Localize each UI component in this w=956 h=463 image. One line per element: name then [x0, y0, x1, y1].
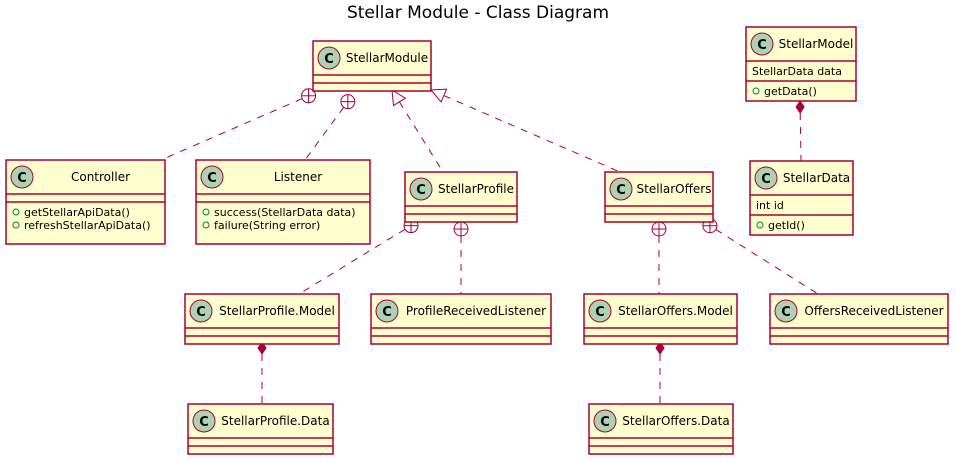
class-name: StellarOffers.Data [622, 414, 729, 428]
class-stereotype-icon [10, 165, 34, 189]
class-name: Listener [274, 170, 322, 184]
relation-stellarprofile-to-profilereceivedlistener [453, 221, 469, 294]
class-name: Controller [71, 170, 130, 184]
public-visibility-icon [12, 221, 20, 229]
relation-stellaroffers-model-to-stellaroffers-data [655, 341, 665, 404]
class-stereotype-icon [609, 177, 633, 201]
class-stereotype-icon [750, 32, 774, 56]
class-offersreceivedlistener: C OffersReceivedListener [769, 293, 949, 345]
class-stereotype-letter: C [781, 305, 791, 320]
relation-stellarmodule-to-stellaroffers [429, 88, 621, 173]
class-stellarprofile: C StellarProfile [404, 171, 518, 223]
relation-stellaroffers-to-stellaroffers-model [651, 221, 667, 294]
class-stereotype-icon [200, 165, 224, 189]
relation-stellarprofile-model-to-stellarprofile-data [257, 341, 267, 404]
class-stereotype-letter: C [382, 305, 392, 320]
class-stereotype-icon [593, 409, 617, 433]
realization-arrow-icon [429, 88, 448, 103]
class-method: failure(String error) [214, 219, 320, 232]
class-stereotype-icon [192, 409, 216, 433]
class-stellarprofile-data: C StellarProfile.Data [187, 403, 334, 455]
class-stellarmodule: C StellarModule [312, 40, 432, 92]
class-stereotype-icon [774, 299, 798, 323]
class-stellardata: C StellarData int id getId() [749, 160, 854, 236]
class-method: getId() [768, 219, 805, 232]
class-profilereceivedlistener: C ProfileReceivedListener [370, 293, 552, 345]
class-method: getData() [764, 85, 817, 98]
class-name: StellarModule [346, 51, 428, 65]
class-stereotype-letter: C [324, 52, 334, 67]
class-field: int id [756, 199, 784, 212]
class-stereotype-icon [189, 299, 213, 323]
class-name: StellarProfile.Model [219, 304, 335, 318]
class-stereotype-icon [754, 166, 778, 190]
class-name: StellarData [783, 171, 850, 185]
class-stereotype-letter: C [199, 415, 209, 430]
class-stereotype-letter: C [595, 305, 605, 320]
class-name: StellarOffers.Model [618, 304, 733, 318]
class-method: success(StellarData data) [214, 206, 356, 219]
class-name: StellarModel [779, 37, 854, 51]
class-controller: C Controller getStellarApiData()refreshSte… [5, 159, 166, 245]
class-stellaroffers: C StellarOffers [604, 171, 714, 223]
class-stereotype-icon [588, 299, 612, 323]
public-visibility-icon [12, 208, 20, 216]
class-name: StellarOffers [637, 182, 712, 196]
realization-arrow-icon [391, 89, 407, 107]
class-stereotype-icon [409, 177, 433, 201]
relation-stellarmodule-to-stellarprofile [391, 89, 444, 173]
composition-diamond-icon [257, 341, 267, 355]
class-stereotype-letter: C [196, 305, 206, 320]
class-stereotype-icon [375, 299, 399, 323]
public-visibility-icon [756, 221, 764, 229]
class-stellaroffers-model: C StellarOffers.Model [583, 293, 738, 345]
public-visibility-icon [752, 87, 760, 95]
class-name: OffersReceivedListener [804, 304, 943, 318]
class-name: StellarProfile.Data [221, 414, 329, 428]
class-field: StellarData data [752, 65, 842, 78]
public-visibility-icon [202, 221, 210, 229]
class-method: getStellarApiData() [24, 206, 130, 219]
class-method: refreshStellarApiData() [24, 219, 151, 232]
public-visibility-icon [202, 208, 210, 216]
class-stereotype-letter: C [757, 38, 767, 53]
class-stereotype-letter: C [761, 172, 771, 187]
class-stereotype-icon [317, 46, 341, 70]
relation-stellarmodule-to-listener [304, 94, 356, 161]
class-name: ProfileReceivedListener [406, 304, 546, 318]
class-stereotype-letter: C [616, 183, 626, 198]
relations-layer [160, 88, 819, 404]
relation-stellarmodel-to-stellardata [795, 100, 805, 162]
diagram-title: Stellar Module - Class Diagram [347, 3, 609, 23]
class-stellaroffers-data: C StellarOffers.Data [588, 403, 734, 455]
class-stereotype-letter: C [416, 183, 426, 198]
class-stereotype-letter: C [17, 171, 27, 186]
relation-stellarmodule-to-controller [160, 88, 317, 161]
class-name: StellarProfile [438, 182, 514, 196]
composition-diamond-icon [655, 341, 665, 355]
class-stereotype-letter: C [207, 171, 217, 186]
composition-diamond-icon [795, 100, 805, 114]
class-stellarprofile-model: C StellarProfile.Model [184, 293, 340, 345]
class-listener: C Listener success(StellarData data)failur… [195, 159, 371, 245]
class-stereotype-letter: C [600, 415, 610, 430]
